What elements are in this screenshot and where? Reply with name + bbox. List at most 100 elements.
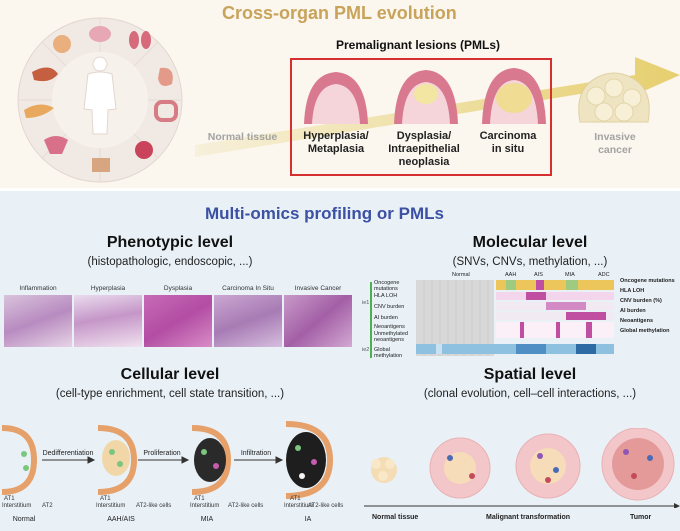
histo-label: Carcinoma In Situ (222, 285, 274, 292)
spatial-normal (371, 457, 397, 483)
cell-label: AT2-like cells (136, 503, 172, 509)
heatmap-column-group: ADC (598, 272, 610, 278)
histo-image-hyperplasia (74, 295, 142, 347)
spatial-level-title: Spatial level (483, 366, 577, 383)
molecular-heatmap: Normal AAH AIS MIA ADC ie1 ie2 Oncogene … (362, 272, 680, 359)
heatmap-column-group: MIA (565, 272, 575, 278)
heatmap-side-label: ie1 (362, 300, 370, 306)
cell-label: AT2 (42, 503, 53, 509)
heatmap-legend: Oncogene mutations HLA LOH CNV burden (%… (620, 278, 678, 334)
cell-label: Interstitium (190, 503, 220, 509)
panel-title: Cross-organ PML evolution (222, 3, 457, 23)
heatmap-row-label: Neoantigens (374, 324, 405, 330)
histo-image-carcinoma-in-situ (214, 295, 282, 347)
histo-image-dysplasia (144, 295, 212, 347)
spatial-axis-left: Normal tissue (372, 514, 419, 521)
bladder-icon (135, 141, 153, 159)
breast-icon (53, 35, 71, 53)
transition-label: Proliferation (143, 450, 181, 457)
heatmap-row-label: Unmethylated neoantigens (374, 331, 408, 343)
alveolus-ia (285, 421, 334, 499)
heatmap-grid (416, 280, 614, 356)
cell-label: AT2-like cells (228, 503, 264, 509)
histology-strip: Inflammation Hyperplasia Dysplasia Carci… (4, 285, 356, 349)
cell-label: Interstitium (96, 503, 126, 509)
alveolus-aah-ais (97, 425, 138, 495)
phenotypic-level-title: Phenotypic level (106, 234, 234, 251)
alveolar-cell-diagram (1, 421, 334, 499)
cell-label: AT2-like cells (308, 503, 344, 509)
pancreas-icon (24, 104, 54, 118)
invasive-cancer-illustration (578, 72, 650, 123)
legend-item: Neoantigens (620, 318, 654, 324)
heatmap-row-label: Oncogene mutations (374, 280, 400, 292)
normal-tissue-label: Normal tissue (207, 131, 278, 143)
molecular-level-title: Molecular level (472, 234, 588, 251)
spatial-level-subtitle: (clonal evolution, cell–cell interaction… (423, 388, 637, 400)
carcinoma-in-situ-lesion (482, 68, 546, 124)
cell-label: AT1 (290, 496, 301, 502)
stage-label-carcinoma-in-situ: Carcinoma in situ (479, 130, 537, 155)
liver-icon (32, 67, 58, 82)
skin-icon (92, 158, 110, 172)
cellular-level-subtitle: (cell-type enrichment, cell state transi… (55, 388, 285, 400)
spatial-mid (515, 433, 581, 499)
cell-label: Interstitium (284, 503, 314, 509)
histo-label: Inflammation (19, 285, 57, 292)
uterus-icon (44, 136, 68, 154)
pml-header: Premalignant lesions (PMLs) (336, 38, 501, 52)
alveolus-normal (1, 425, 38, 495)
transition-label: Dedifferentiation (42, 450, 94, 457)
brain-icon (89, 26, 111, 42)
legend-item: CNV burden (%) (620, 298, 662, 304)
histo-image-inflammation (4, 295, 72, 347)
lesion-illustrations (304, 68, 546, 124)
heatmap-row-label: Global methylation (374, 347, 403, 359)
heatmap-column-group: AIS (534, 272, 543, 278)
cellular-level-title: Cellular level (120, 366, 220, 383)
cellular-stage-label: MIA (200, 516, 214, 523)
organ-wheel (17, 17, 183, 183)
spatial-early (429, 437, 491, 499)
transition-label: Infiltration (240, 450, 272, 457)
spatial-axis-mid: Malignant transformation (486, 514, 571, 521)
spatial-axis-right: Tumor (630, 514, 652, 521)
histo-image-invasive-cancer (284, 295, 352, 347)
hyperplasia-lesion (304, 72, 368, 124)
lung-icon (129, 31, 151, 49)
legend-item: Global methylation (620, 328, 670, 334)
heatmap-side-label: ie2 (362, 347, 370, 353)
spatial-progression (364, 428, 680, 508)
colon-icon (154, 100, 178, 122)
stomach-icon (158, 67, 173, 86)
legend-item: Oncogene mutations (620, 278, 675, 284)
histo-label: Invasive Cancer (294, 285, 342, 292)
cell-label: AT1 (100, 496, 111, 502)
heatmap-column-group: Normal (452, 272, 470, 278)
invasive-cancer-label: Invasive cancer (594, 131, 636, 156)
spatial-tumor (601, 428, 675, 501)
alveolus-mia (191, 425, 232, 495)
pml-highlight-box (290, 58, 552, 176)
cell-label: AT1 (4, 496, 15, 502)
cellular-stage-label: Normal (12, 516, 36, 523)
cellular-stage-label: AAH/AIS (107, 516, 135, 523)
legend-item: AI burden (620, 308, 646, 314)
stage-label-hyperplasia: Hyperplasia/ Metaplasia (303, 130, 369, 155)
molecular-level-subtitle: (SNVs, CNVs, methylation, ...) (452, 256, 608, 268)
heatmap-column-group: AAH (505, 272, 517, 278)
histo-label: Dysplasia (163, 285, 193, 292)
cellular-stage-label: IA (304, 516, 312, 523)
cell-label: AT1 (194, 496, 205, 502)
cell-label: Interstitium (2, 503, 32, 509)
stage-label-dysplasia: Dysplasia/ Intraepithelial neoplasia (388, 130, 460, 168)
phenotypic-level-subtitle: (histopathologic, endoscopic, ...) (87, 256, 253, 268)
multi-omics-title: Multi-omics profiling or PMLs (205, 204, 444, 223)
heatmap-row-label: AI burden (374, 315, 398, 321)
heatmap-row-label: CNV burden (374, 304, 405, 310)
histo-label: Hyperplasia (90, 285, 126, 292)
heatmap-group-bar (370, 282, 372, 358)
heatmap-row-label: HLA LOH (374, 293, 398, 299)
legend-item: HLA LOH (620, 288, 645, 294)
dysplasia-lesion (394, 70, 458, 124)
